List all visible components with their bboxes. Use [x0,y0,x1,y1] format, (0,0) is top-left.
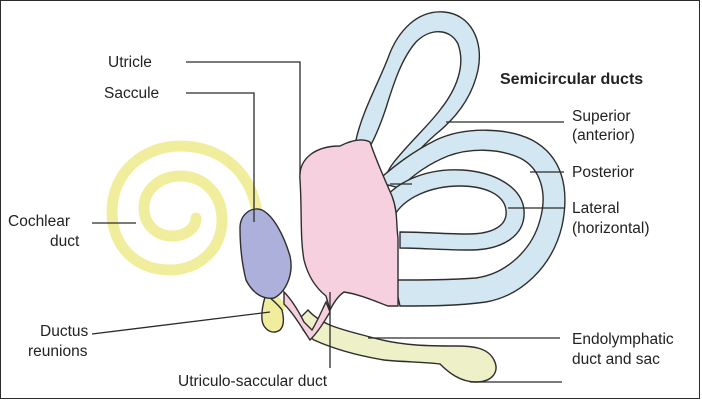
label-posterior: Posterior [572,164,634,181]
label-saccule: Saccule [104,85,159,102]
label-cochlear-duct-line1: Cochlear [8,213,70,230]
saccule [240,209,291,298]
label-semicircular-ducts: Semicircular ducts [500,71,643,88]
label-superior-line1: Superior [572,108,631,125]
label-ductus-reunions-line1: Ductus [40,323,88,340]
label-lateral-line1: Lateral [572,200,619,217]
label-utriculo-saccular-duct: Utriculo-saccular duct [178,373,328,390]
label-endolymphatic-line2: duct and sac [572,351,660,368]
label-lateral-line2: (horizontal) [572,220,650,237]
utricle [300,140,398,310]
label-utricle: Utricle [108,54,152,71]
label-endolymphatic-line1: Endolymphatic [572,331,674,348]
label-cochlear-duct-line2: duct [50,233,80,250]
label-superior-line2: (anterior) [572,127,635,144]
label-ductus-reunions-line2: reunions [28,343,88,360]
